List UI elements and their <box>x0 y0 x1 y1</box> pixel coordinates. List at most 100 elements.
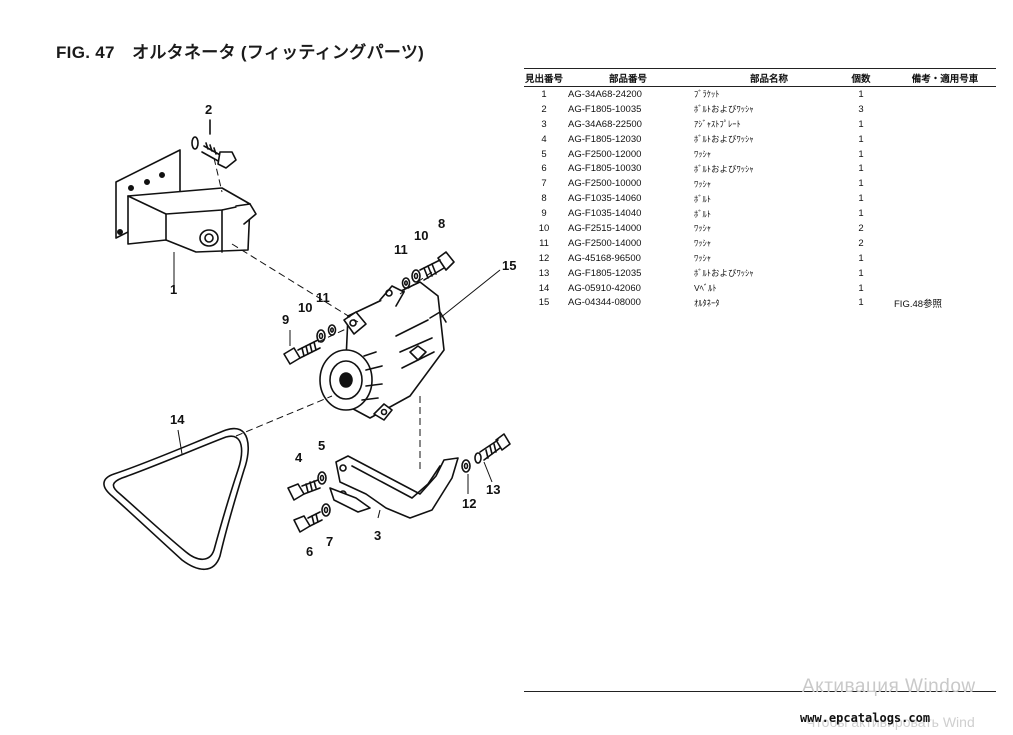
table-row: 2 AG-F1805-10035 ﾎﾞﾙﾄおよびﾜｯｼｬ 3 <box>524 102 996 117</box>
cell-no: 11 <box>539 237 549 249</box>
bolt-part-8 <box>419 251 455 281</box>
cell-qty: 1 <box>858 252 864 264</box>
cell-part-number: AG-F1805-12030 <box>568 133 642 145</box>
cell-no: 15 <box>538 297 550 309</box>
cell-part-name: ﾎﾞﾙﾄおよびﾜｯｼｬ <box>694 163 754 174</box>
callout-7: 7 <box>326 534 333 549</box>
callout-13: 13 <box>486 482 500 497</box>
cell-qty: 1 <box>858 208 864 220</box>
cell-remarks <box>878 176 996 191</box>
cell-part-name: ﾎﾞﾙﾄおよびﾜｯｼｬ <box>694 134 754 145</box>
cell-part-name: Vﾍﾞﾙﾄ <box>694 283 717 294</box>
cell-remarks <box>878 221 996 236</box>
cell-remarks <box>878 117 996 132</box>
site-url: www.epcatalogs.com <box>800 711 931 725</box>
activation-watermark-subtext: Чтобы активировать Wind <box>806 714 975 730</box>
cell-remarks <box>878 161 996 176</box>
cell-no: 4 <box>541 133 547 145</box>
adjusting-plate-part <box>329 455 459 519</box>
cell-qty: 1 <box>858 88 864 100</box>
header-part-number: 部品番号 <box>564 69 688 87</box>
callout-1: 1 <box>170 282 177 297</box>
cell-qty: 1 <box>858 297 864 309</box>
cell-no: 12 <box>538 252 550 264</box>
cell-remarks <box>878 147 996 162</box>
alternator-part <box>319 281 447 421</box>
parts-table-header: 見出番号 部品番号 部品名称 個数 備考・適用号車 <box>524 69 996 87</box>
washer-part-7 <box>321 503 331 517</box>
bolt-part-9 <box>283 339 321 365</box>
cell-remarks <box>878 132 996 147</box>
cell-qty: 2 <box>858 237 864 249</box>
header-no: 見出番号 <box>524 69 564 87</box>
washer-part-10 <box>411 269 421 283</box>
cell-qty: 1 <box>858 118 864 130</box>
cell-qty: 1 <box>858 133 864 145</box>
callout-2: 2 <box>205 102 212 117</box>
cell-part-number: AG-05910-42060 <box>568 282 641 294</box>
cell-part-number: AG-45168-96500 <box>568 252 641 264</box>
bolt-part-2 <box>191 119 237 169</box>
cell-no: 9 <box>541 208 547 220</box>
cell-remarks <box>878 266 996 281</box>
cell-qty: 1 <box>858 282 864 294</box>
washer-part-10-left <box>316 329 326 343</box>
cell-remarks <box>878 281 996 296</box>
cell-remarks <box>878 206 996 221</box>
header-part-name: 部品名称 <box>688 69 844 87</box>
cell-qty: 2 <box>858 222 864 234</box>
cell-qty: 1 <box>858 178 864 190</box>
cell-part-name: ﾎﾞﾙﾄ <box>694 193 712 204</box>
washer-part-11 <box>401 277 411 289</box>
bolt-part-13 <box>474 433 511 464</box>
cell-part-name: ﾎﾞﾙﾄおよびﾜｯｼｬ <box>694 268 754 279</box>
cell-part-number: AG-F2500-12000 <box>568 148 642 160</box>
cell-no: 1 <box>541 88 547 100</box>
cell-no: 14 <box>538 282 550 294</box>
cell-part-name: ｱｼﾞｬｽﾄﾌﾟﾚｰﾄ <box>694 119 741 130</box>
cell-remarks <box>878 236 996 251</box>
page-title: FIG. 47 オルタネータ (フィッティングパーツ) <box>56 43 425 62</box>
cell-qty: 3 <box>858 103 864 115</box>
cell-remarks <box>878 102 996 117</box>
v-belt-part <box>103 427 250 571</box>
bolt-part-4 <box>287 479 321 501</box>
cell-no: 8 <box>541 193 547 205</box>
cell-qty: 1 <box>858 148 864 160</box>
activation-watermark: Активация Window <box>802 676 976 697</box>
callout-3: 3 <box>374 528 381 543</box>
callout-11-upper: 11 <box>394 242 408 257</box>
cell-no: 6 <box>541 163 547 175</box>
callout-8: 8 <box>438 216 445 231</box>
cell-part-number: AG-F1805-10035 <box>568 103 642 115</box>
table-row: 14 AG-05910-42060 Vﾍﾞﾙﾄ 1 <box>524 281 996 296</box>
cell-part-name: ﾜｯｼｬ <box>694 149 712 159</box>
cell-part-name: ﾎﾞﾙﾄ <box>694 208 712 219</box>
callout-14: 14 <box>170 412 185 427</box>
washer-part-11-left <box>327 324 337 336</box>
cell-no: 2 <box>541 103 547 115</box>
header-qty: 個数 <box>844 69 878 87</box>
washer-part-12 <box>461 459 471 473</box>
cell-part-name: ﾎﾞﾙﾄおよびﾜｯｼｬ <box>694 104 754 115</box>
exploded-parts-diagram: 1 2 3 4 5 6 7 8 9 10 11 12 13 14 15 11 1… <box>103 102 516 571</box>
callout-10-upper: 10 <box>414 228 428 243</box>
cell-no: 3 <box>541 118 547 130</box>
cell-no: 10 <box>538 222 550 234</box>
cell-part-number: AG-F1805-12035 <box>568 267 642 279</box>
cell-remarks <box>878 251 996 266</box>
cell-part-number: AG-F2500-14000 <box>568 237 642 249</box>
cell-part-name: ﾜｯｼｬ <box>694 178 712 189</box>
table-row: 4 AG-F1805-12030 ﾎﾞﾙﾄおよびﾜｯｼｬ 1 <box>524 132 996 147</box>
